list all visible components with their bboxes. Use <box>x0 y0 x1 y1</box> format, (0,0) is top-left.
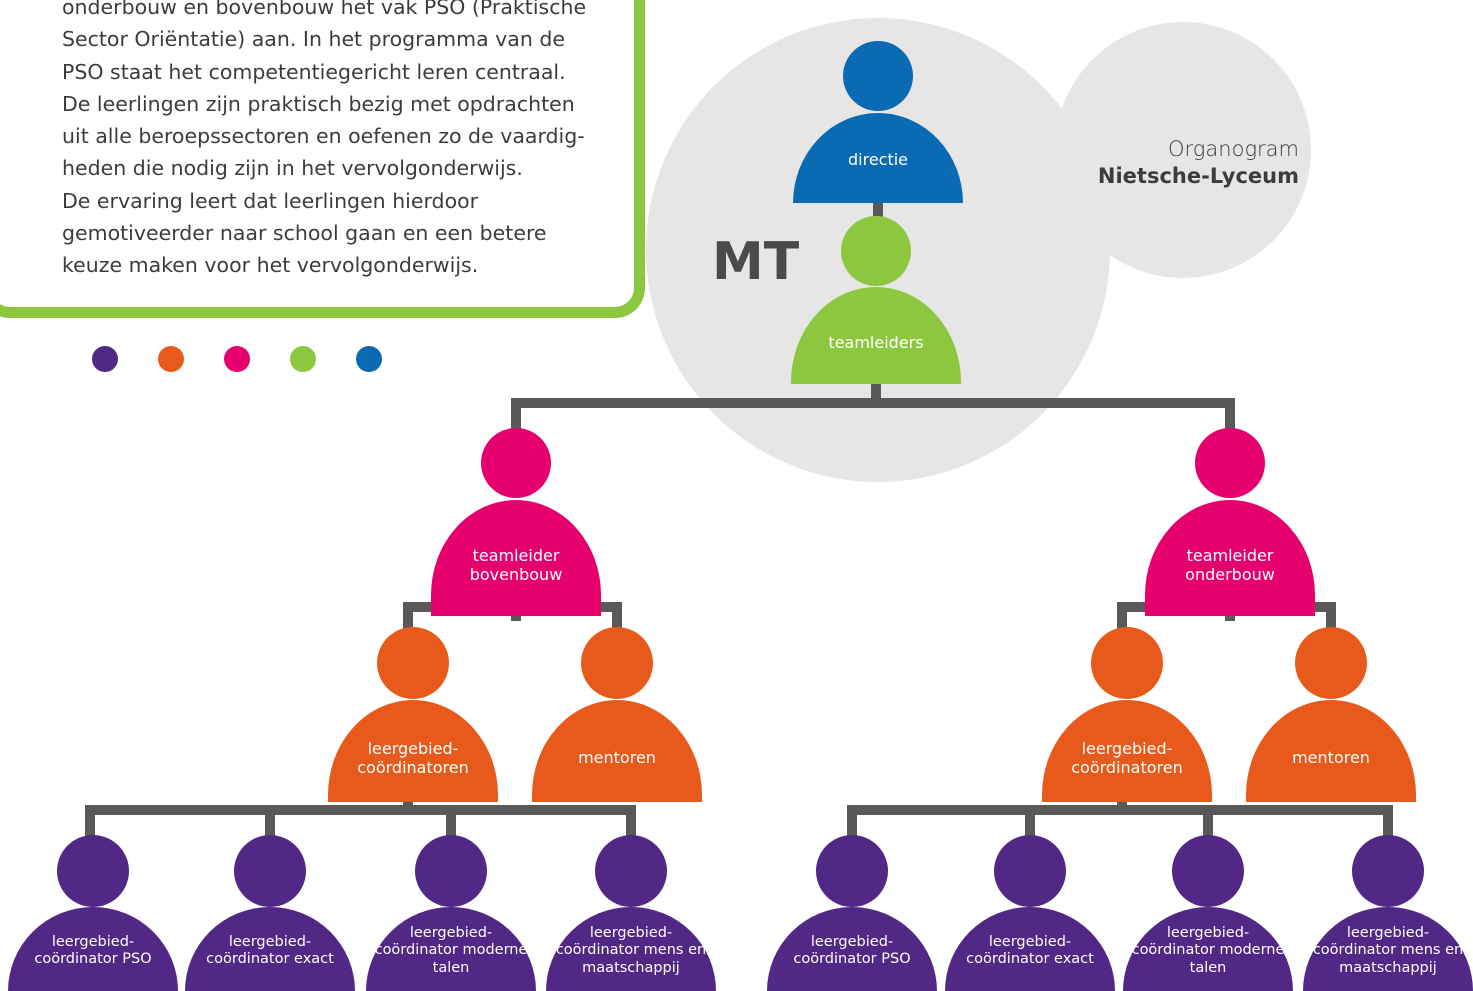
intro-paragraph: onderbouw en bovenbouw het vak PSO (Prak… <box>62 0 662 282</box>
teamleider-bovenbouw-label: teamleider bovenbouw <box>469 545 563 584</box>
mentoren-onderbouw-head <box>1295 627 1367 699</box>
mentoren-bovenbouw-node: mentoren <box>532 627 702 802</box>
lg-coordinator-label: leergebied-coördinator moderne talen <box>1131 924 1285 976</box>
coordinatoren-bovenbouw-head <box>377 627 449 699</box>
coordinatoren-onderbouw-head <box>1091 627 1163 699</box>
teamleider-bovenbouw-head <box>481 428 551 498</box>
lg-coordinator-body: leergebied-coördinator exact <box>945 907 1115 991</box>
title-line-1: Organogram <box>1168 137 1299 161</box>
lg-coordinator-label: leergebied-coördinator mens en maatschap… <box>1312 924 1464 976</box>
mentoren-onderbouw-body: mentoren <box>1246 700 1416 802</box>
lg-coordinator-head <box>1352 835 1424 907</box>
intro-line: keuze maken voor het vervolgonderwijs. <box>62 253 479 278</box>
lg-coordinator-body: leergebied-coördinator mens en maatschap… <box>1303 907 1473 991</box>
mentoren-onderbouw-label: mentoren <box>1292 748 1370 768</box>
organogram-title: Organogram Nietsche-Lyceum <box>1098 136 1299 190</box>
coordinatoren-bovenbouw-label: leergebied-coördinatoren <box>357 738 469 777</box>
teamleider-bovenbouw-node: teamleider bovenbouw <box>431 428 601 616</box>
lg-coordinator-moderne-talen-onderbouw: leergebied-coördinator moderne talen <box>1123 835 1293 991</box>
teamleider-bovenbouw-body: teamleider bovenbouw <box>431 500 601 616</box>
lg-coordinator-pso-bovenbouw: leergebied-coördinator PSO <box>8 835 178 991</box>
intro-line: De ervaring leert dat leerlingen hierdoo… <box>62 188 479 213</box>
intro-line: uit alle beroepssectoren en oefenen zo d… <box>62 124 585 149</box>
teamleiders-head <box>841 216 911 286</box>
directie-body: directie <box>793 113 963 203</box>
lg-coordinator-label: leergebied-coördinator PSO <box>34 933 152 967</box>
lg-coordinator-body: leergebied-coördinator PSO <box>8 907 178 991</box>
mt-label: MT <box>712 232 800 292</box>
intro-textbox: onderbouw en bovenbouw het vak PSO (Prak… <box>0 0 645 318</box>
intro-line: PSO staat het competentiegericht leren c… <box>62 59 566 84</box>
mentoren-bovenbouw-body: mentoren <box>532 700 702 802</box>
lg-coordinator-body: leergebied-coördinator moderne talen <box>1123 907 1293 991</box>
intro-line: gemotiveerder naar school gaan en een be… <box>62 221 547 246</box>
teamleider-onderbouw-node: teamleider onderbouw <box>1145 428 1315 616</box>
coordinatoren-onderbouw-body: leergebied-coördinatoren <box>1042 700 1212 802</box>
lg-coordinator-label: leergebied-coördinator exact <box>966 933 1094 967</box>
lg-coordinator-head <box>234 835 306 907</box>
pink-dot <box>224 346 250 372</box>
lg-coordinator-head <box>994 835 1066 907</box>
mentoren-bovenbouw-head <box>581 627 653 699</box>
green-dot <box>290 346 316 372</box>
teamleider-onderbouw-label: teamleider onderbouw <box>1185 545 1275 584</box>
teamleider-onderbouw-body: teamleider onderbouw <box>1145 500 1315 616</box>
teamleiders-label: teamleiders <box>828 332 924 352</box>
lg-coordinator-head <box>57 835 129 907</box>
coordinatoren-onderbouw-node: leergebied-coördinatoren <box>1042 627 1212 802</box>
mentoren-onderbouw-node: mentoren <box>1246 627 1416 802</box>
lg-coordinator-label: leergebied-coördinator mens en maatschap… <box>555 924 707 976</box>
lg-coordinator-body: leergebied-coördinator exact <box>185 907 355 991</box>
intro-line: De leerlingen zijn praktisch bezig met o… <box>62 91 575 116</box>
lg-coordinator-body: leergebied-coördinator PSO <box>767 907 937 991</box>
teamleiders-node: teamleiders <box>791 216 961 384</box>
intro-line: heden die nodig zijn in het vervolgonder… <box>62 156 523 181</box>
directie-label: directie <box>847 150 909 170</box>
lg-coordinator-exact-onderbouw: leergebied-coördinator exact <box>945 835 1115 991</box>
lg-coordinator-body: leergebied-coördinator moderne talen <box>366 907 536 991</box>
intro-line: onderbouw en bovenbouw het vak PSO (Prak… <box>62 0 587 19</box>
coordinatoren-onderbouw-label: leergebied-coördinatoren <box>1071 738 1183 777</box>
lg-coordinator-pso-onderbouw: leergebied-coördinator PSO <box>767 835 937 991</box>
intro-line: Sector Oriëntatie) aan. In het programma… <box>62 27 565 52</box>
mentoren-bovenbouw-label: mentoren <box>578 748 656 768</box>
teamleiders-body: teamleiders <box>791 287 961 384</box>
lg-coordinator-head <box>1172 835 1244 907</box>
title-line-2: Nietsche-Lyceum <box>1097 164 1299 188</box>
coordinatoren-bovenbouw-node: leergebied-coördinatoren <box>328 627 498 802</box>
lg-coordinator-head <box>595 835 667 907</box>
lg-coordinator-label: leergebied-coördinator moderne talen <box>374 924 528 976</box>
coordinatoren-bovenbouw-body: leergebied-coördinatoren <box>328 700 498 802</box>
blue-dot <box>356 346 382 372</box>
lg-coordinator-head <box>816 835 888 907</box>
orange-dot <box>158 346 184 372</box>
lg-coordinator-head <box>415 835 487 907</box>
directie-node: directie <box>793 41 963 203</box>
lg-coordinator-mens-maatschappij-bovenbouw: leergebied-coördinator mens en maatschap… <box>546 835 716 991</box>
lg-coordinator-body: leergebied-coördinator mens en maatschap… <box>546 907 716 991</box>
lg-coordinator-label: leergebied-coördinator exact <box>206 933 334 967</box>
purple-dot <box>92 346 118 372</box>
title-circle <box>1055 22 1311 278</box>
teamleider-onderbouw-head <box>1195 428 1265 498</box>
directie-head <box>843 41 913 111</box>
lg-coordinator-exact-bovenbouw: leergebied-coördinator exact <box>185 835 355 991</box>
lg-coordinator-label: leergebied-coördinator PSO <box>793 933 911 967</box>
lg-coordinator-mens-maatschappij-onderbouw: leergebied-coördinator mens en maatschap… <box>1303 835 1473 991</box>
lg-coordinator-moderne-talen-bovenbouw: leergebied-coördinator moderne talen <box>366 835 536 991</box>
